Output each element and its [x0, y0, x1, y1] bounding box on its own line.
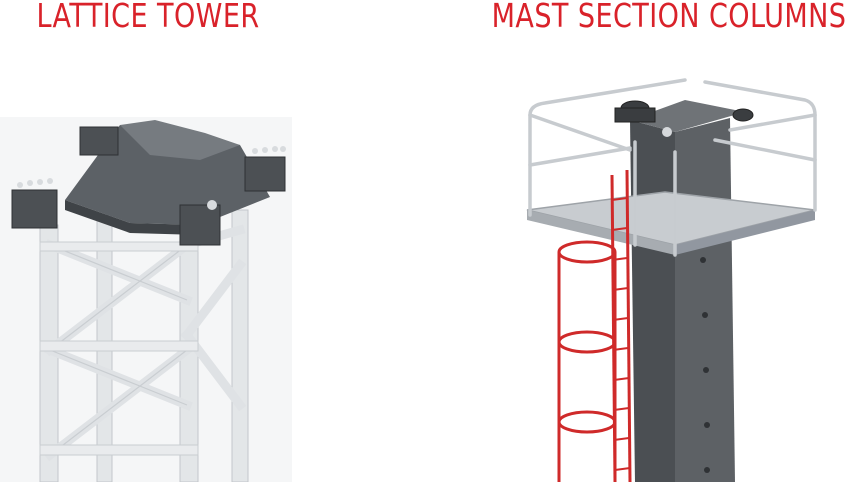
mast-section-columns-heading: MAST SECTION COLUMNS: [491, 0, 847, 35]
mast-section-columns-image: [515, 70, 821, 482]
lattice-tower-illustration: [0, 117, 292, 482]
lattice-tower-image: [0, 105, 300, 482]
lattice-tower-heading: LATTICE TOWER: [36, 0, 260, 35]
mast-column-illustration: [526, 78, 817, 482]
